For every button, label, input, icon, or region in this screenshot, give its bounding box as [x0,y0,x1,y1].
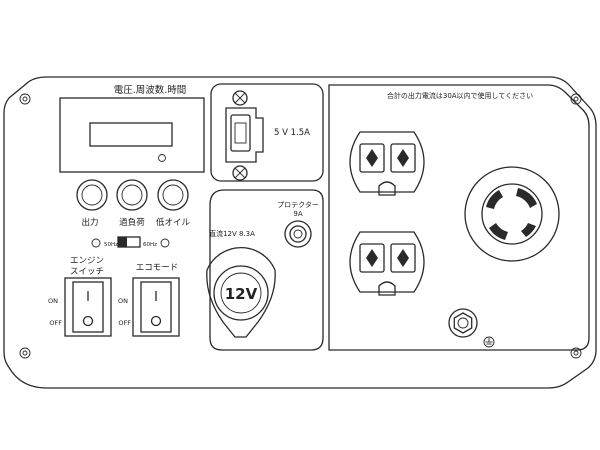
engine-switch-label-line1: エンジン [70,256,104,266]
mounting-hole-icon [19,93,31,105]
usb-cover-frame [225,107,264,163]
eco-mode-label: エコモード [136,263,179,273]
engine-switch-label-line2: スイッチ [70,267,104,277]
dc-12v-socket[interactable] [213,265,269,321]
ground-terminal[interactable] [448,308,478,338]
eco-switch-off-label: OFF [118,319,131,327]
dc-socket-label: 12V [225,285,258,303]
ac-outlet-1[interactable] [349,131,425,196]
usb-port[interactable] [230,114,251,152]
low-oil-lamp-label: 低オイル [156,217,191,228]
dc-rating-label: 直流12V 8.3A [209,229,255,238]
overload-lamp-icon [116,179,148,211]
screw-icon [232,165,248,181]
engine-switch-off-mark-icon [82,315,94,327]
meter-button-icon[interactable] [158,154,166,162]
ground-symbol-icon [483,336,495,348]
freq-50hz-indicator-icon [91,238,101,248]
freq-60hz-indicator-icon [160,238,170,248]
freq-60hz-label: 60Hz [143,242,157,248]
panel-outline [3,76,597,389]
dc-socket-inner-ring-icon [220,272,262,314]
output-lamp-icon [76,179,108,211]
meter-frame [59,97,205,173]
output-lamp-label: 出力 [81,217,98,228]
low-oil-lamp-icon [157,179,189,211]
protector-label-line1: プロテクター [277,200,319,209]
freq-50hz-label: 50Hz [104,242,118,248]
ac-current-note: 合計の出力電流は30A以内で使用してください [387,91,533,100]
usb-port-slot-icon [234,122,247,144]
meter-label: 電圧.周波数.時間 [114,84,187,96]
protector-label-line2: 9A [293,210,302,218]
twist-lock-outlet[interactable] [464,166,560,262]
dc-socket-outline [206,246,276,338]
overload-lamp-label: 過負荷 [119,217,145,228]
screw-icon [232,90,248,106]
eco-switch-frame [132,277,180,337]
usb-rating-label: 5 V 1.5A [274,128,310,138]
frequency-selector-knob[interactable] [118,237,127,247]
mounting-hole-icon [570,347,582,359]
meter-display [89,122,173,147]
engine-switch-on-label: ON [48,297,58,305]
engine-switch-frame [64,277,112,337]
ac-outlet-2[interactable] [349,231,425,296]
ac-section-frame [328,84,590,351]
circuit-protector-button[interactable] [284,220,312,248]
eco-switch-off-mark-icon [150,315,162,327]
eco-switch-on-label: ON [118,297,128,305]
engine-switch[interactable] [72,281,104,333]
dc-section-frame [209,189,324,351]
usb-section-frame [210,83,324,182]
mounting-hole-icon [570,93,582,105]
mounting-hole-icon [19,347,31,359]
engine-switch-off-label: OFF [49,319,62,327]
eco-mode-switch[interactable] [140,281,172,333]
